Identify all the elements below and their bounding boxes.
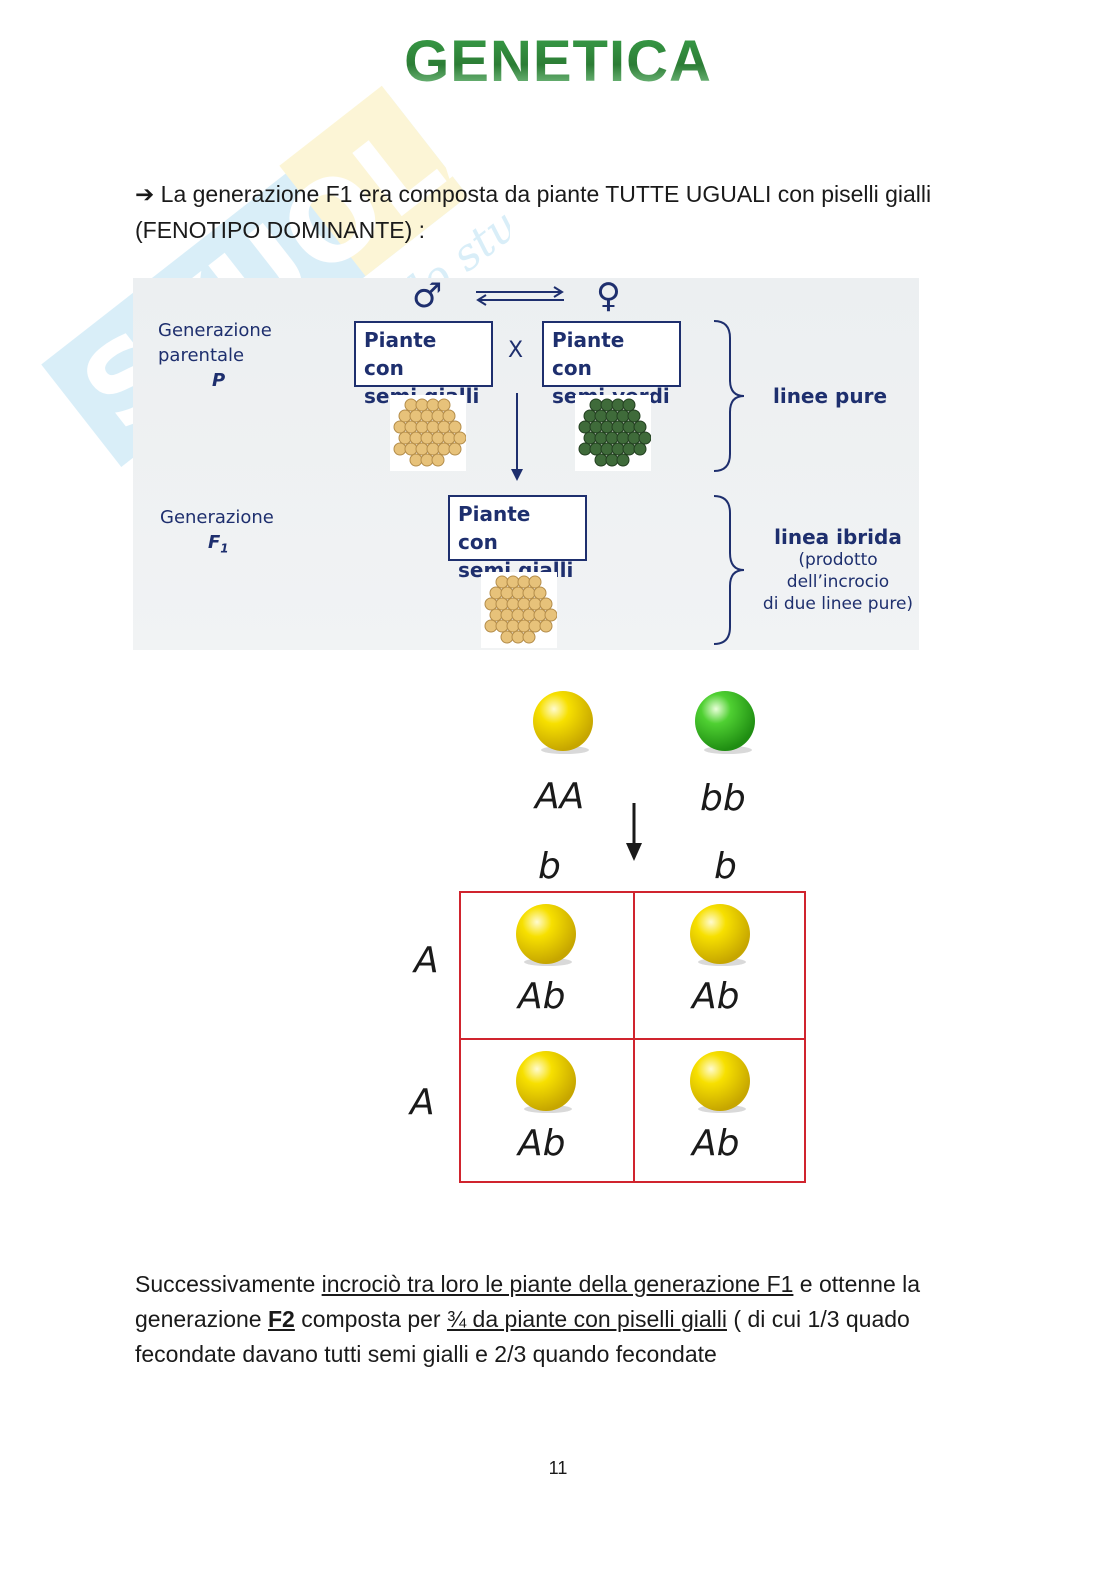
yellow-seed-pile-icon bbox=[390, 395, 467, 471]
parent-genotype-bb: bb bbox=[700, 778, 746, 819]
parental-generation-label: Generazione parentale P bbox=[158, 320, 272, 391]
offspring-genotype: Ab bbox=[692, 976, 740, 1017]
brace-hybrid-line-icon bbox=[713, 495, 745, 645]
parent-genotype-aa: AA bbox=[535, 776, 585, 817]
female-symbol-icon: ♀ bbox=[596, 276, 621, 316]
green-seed-pile-icon bbox=[575, 395, 652, 471]
hybrid-line-label: linea ibrida (prodotto dell’incrocio di … bbox=[762, 525, 914, 614]
f1-generation-label: Generazione F1 bbox=[160, 507, 274, 556]
punnett-down-arrow-icon bbox=[626, 803, 642, 861]
punnett-cell: Ab bbox=[462, 894, 632, 1036]
brace-pure-lines-icon bbox=[713, 320, 745, 472]
yellow-pea-icon bbox=[533, 691, 593, 754]
yellow-pea-icon bbox=[690, 904, 750, 966]
f2-paragraph: Successivamente incrociò tra loro le pia… bbox=[135, 1271, 921, 1367]
punnett-cell: Ab bbox=[462, 1041, 632, 1183]
pure-lines-label: linee pure bbox=[772, 384, 888, 408]
yellow-pea-icon bbox=[690, 1051, 750, 1113]
yellow-pea-icon bbox=[516, 1051, 576, 1113]
cross-symbol: X bbox=[508, 338, 524, 363]
reciprocal-arrows-icon bbox=[476, 286, 564, 306]
offspring-genotype: Ab bbox=[518, 1123, 566, 1164]
yellow-pea-icon bbox=[516, 904, 576, 966]
column-allele-1: b bbox=[538, 846, 561, 887]
offspring-genotype: Ab bbox=[692, 1123, 740, 1164]
male-symbol-icon: ♂ bbox=[412, 276, 443, 316]
punnett-square bbox=[459, 891, 806, 1183]
row-allele-1: A bbox=[414, 940, 439, 981]
row-allele-2: A bbox=[410, 1082, 435, 1123]
down-arrow-icon bbox=[511, 393, 523, 481]
intro-paragraph: ➔ La generazione F1 era composta da pian… bbox=[135, 177, 985, 248]
offspring-genotype: Ab bbox=[518, 976, 566, 1017]
f1-yellow-seed-pile-icon bbox=[481, 572, 558, 648]
punnett-cell: Ab bbox=[636, 894, 806, 1036]
punnett-cell: Ab bbox=[636, 1041, 806, 1183]
page-number: 11 bbox=[548, 1458, 568, 1478]
green-pea-icon bbox=[695, 691, 755, 754]
page-title: GENETICA bbox=[404, 29, 712, 94]
arrow-icon: ➔ bbox=[135, 182, 155, 208]
column-allele-2: b bbox=[714, 846, 737, 887]
intro-text: La generazione F1 era composta da piante… bbox=[135, 181, 932, 243]
